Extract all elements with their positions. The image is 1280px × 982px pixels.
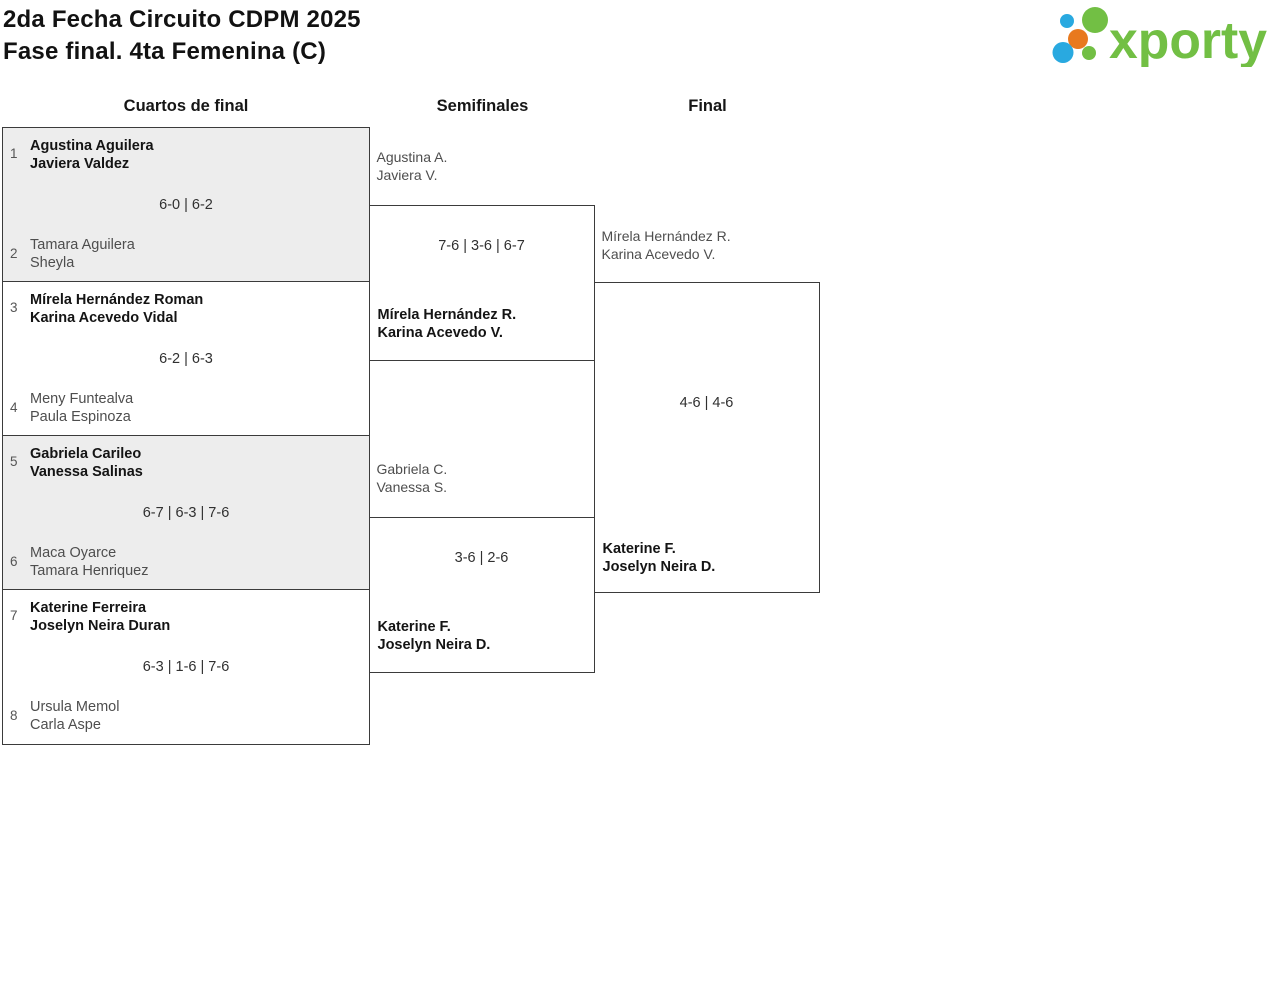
seed-number: 6 bbox=[10, 553, 18, 569]
team-katerine-joselyn-short: Katerine F. Joselyn Neira D. bbox=[377, 618, 491, 653]
match-score: 6-0 | 6-2 bbox=[159, 196, 213, 213]
page-title: 2da Fecha Circuito CDPM 2025 Fase final.… bbox=[3, 4, 361, 68]
page-title-line1: 2da Fecha Circuito CDPM 2025 bbox=[3, 6, 361, 33]
round-header-semifinals: Semifinales bbox=[436, 97, 529, 115]
team-agustina-javiera: Agustina Aguilera Javiera Valdez bbox=[30, 138, 154, 172]
xporty-logo-text: xporty bbox=[1109, 12, 1267, 67]
seed-number: 5 bbox=[10, 454, 18, 469]
team-agustina-javiera-short: Agustina A. Javiera V. bbox=[376, 149, 448, 183]
match-score: 7-6 | 3-6 | 6-7 bbox=[438, 238, 525, 254]
match-score: 4-6 | 4-6 bbox=[679, 395, 734, 411]
team-katerine-joselyn: Katerine Ferreira Joselyn Neira Duran bbox=[30, 600, 171, 634]
team-gabriela-vanessa: Gabriela Carileo Vanessa Salinas bbox=[30, 446, 143, 480]
team-mirela-karina-finalist: Mírela Hernández R. Karina Acevedo V. bbox=[601, 228, 731, 262]
page-title-line2: Fase final. 4ta Femenina (C) bbox=[3, 38, 327, 65]
match-score: 6-3 | 1-6 | 7-6 bbox=[142, 658, 230, 675]
seed-number: 4 bbox=[10, 399, 18, 415]
final-box: 4-6 | 4-6 Katerine F. Joselyn Neira D. bbox=[593, 282, 820, 593]
team-katerine-joselyn-champion: Katerine F. Joselyn Neira D. bbox=[602, 541, 716, 575]
seed-number: 3 bbox=[10, 300, 18, 315]
seed-number: 7 bbox=[10, 608, 18, 623]
team-ursula-carla: Ursula Memol Carla Aspe bbox=[30, 698, 120, 733]
round-header-final: Final bbox=[688, 97, 727, 115]
team-maca-tamara: Maca Oyarce Tamara Henriquez bbox=[30, 544, 149, 579]
team-tamara-sheyla: Tamara Aguilera Sheyla bbox=[30, 236, 135, 271]
team-gabriela-vanessa-short: Gabriela C. Vanessa S. bbox=[376, 461, 448, 495]
quarterfinal-match-3: 5 Gabriela Carileo Vanessa Salinas 6-7 |… bbox=[2, 435, 370, 591]
seed-number: 2 bbox=[10, 245, 18, 261]
match-score: 3-6 | 2-6 bbox=[454, 550, 509, 566]
team-meny-paula: Meny Funtealva Paula Espinoza bbox=[30, 390, 134, 425]
team-mirela-karina-short: Mírela Hernández R. Karina Acevedo V. bbox=[377, 306, 517, 341]
quarterfinal-match-2: 3 Mírela Hernández Roman Karina Acevedo … bbox=[2, 281, 370, 437]
seed-number: 8 bbox=[10, 707, 18, 723]
semifinal-2-box: 3-6 | 2-6 Katerine F. Joselyn Neira D. bbox=[368, 517, 595, 673]
match-score: 6-2 | 6-3 bbox=[159, 350, 213, 367]
quarterfinal-match-1: 1 Agustina Aguilera Javiera Valdez 6-0 |… bbox=[2, 127, 370, 283]
quarterfinal-match-4: 7 Katerine Ferreira Joselyn Neira Duran … bbox=[2, 589, 370, 745]
xporty-logo-icon: xporty bbox=[1052, 7, 1267, 70]
team-mirela-karina: Mírela Hernández Roman Karina Acevedo Vi… bbox=[30, 292, 204, 326]
round-header-quarterfinals: Cuartos de final bbox=[123, 97, 249, 115]
semifinal-1-box: 7-6 | 3-6 | 6-7 Mírela Hernández R. Kari… bbox=[368, 205, 595, 361]
seed-number: 1 bbox=[10, 146, 18, 161]
quarterfinals-column: 1 Agustina Aguilera Javiera Valdez 6-0 |… bbox=[2, 127, 370, 745]
xporty-logo[interactable]: xporty bbox=[1045, 3, 1277, 70]
match-score: 6-7 | 6-3 | 7-6 bbox=[142, 504, 230, 521]
